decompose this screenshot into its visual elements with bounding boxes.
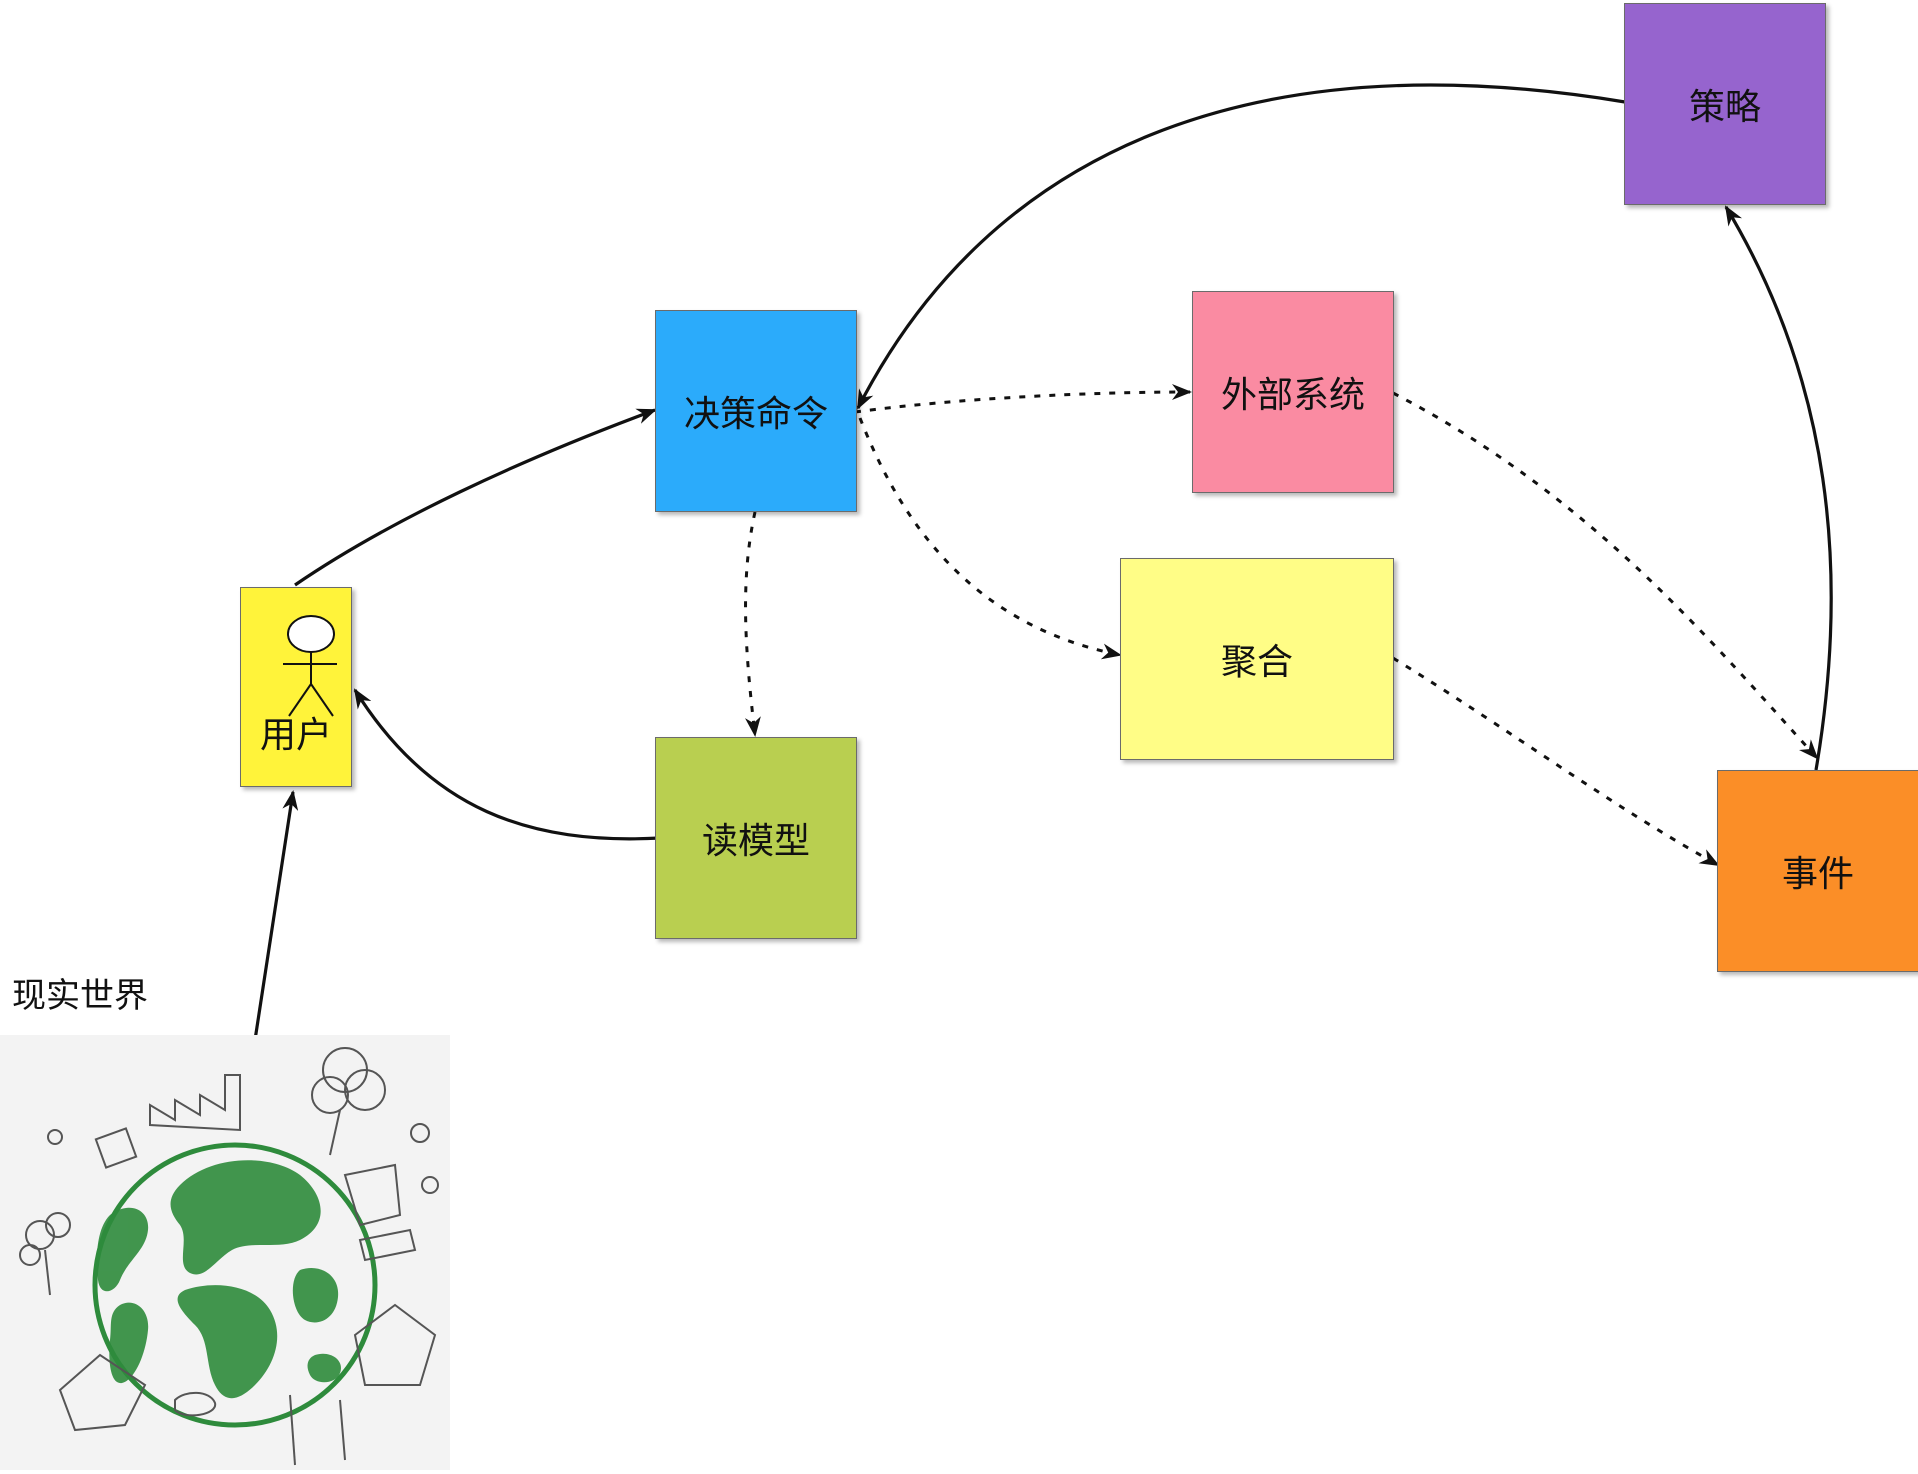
edge-event-to-policy [1724,205,1833,771]
aggregate-label: 聚合 [1220,642,1293,683]
actor-icon [283,615,337,717]
edge-realworld-to-user [253,790,299,1041]
read-model-node[interactable]: 读模型 [655,737,857,939]
real-world-label: 现实世界 [12,976,148,1016]
event-label: 事件 [1781,854,1854,895]
edge-policy-to-command [856,83,1626,410]
external-system-label: 外部系统 [1220,375,1365,416]
user-label: 用户 [259,715,332,756]
command-node[interactable]: 决策命令 [655,310,857,512]
edge-command-to-aggregate [858,417,1122,660]
read-model-label: 读模型 [701,821,810,862]
edge-user-to-command [294,408,657,587]
edge-command-to-external [854,384,1192,414]
globe-illustration [19,1047,439,1466]
policy-node[interactable]: 策略 [1624,3,1826,205]
real-world-illustration [0,1035,450,1470]
command-label: 决策命令 [683,394,828,435]
event-node[interactable]: 事件 [1717,770,1918,972]
edge-aggregate-to-event [1392,656,1720,867]
edge-external-to-event [1392,391,1819,760]
policy-label: 策略 [1688,87,1761,128]
external-system-node[interactable]: 外部系统 [1192,291,1394,493]
edge-readmodel-to-user [353,688,661,841]
aggregate-node[interactable]: 聚合 [1120,558,1394,760]
user-node[interactable]: 用户 [240,587,352,787]
edge-command-to-readmodel [744,511,761,737]
